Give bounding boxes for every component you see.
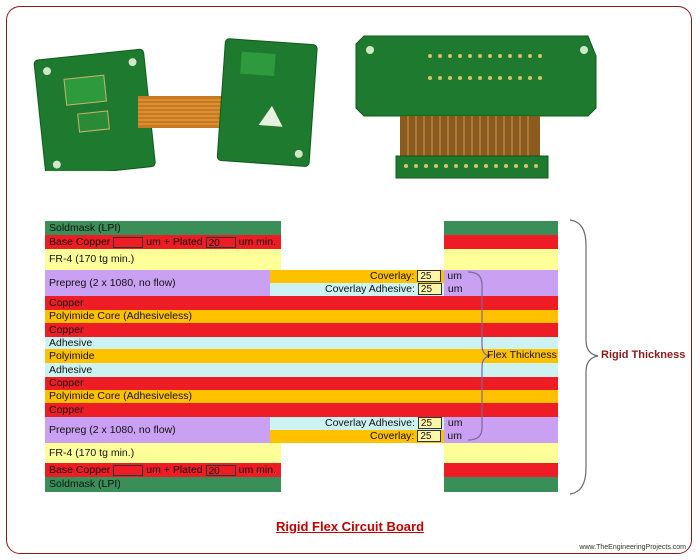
coverlay-top: Coverlay: 25 um xyxy=(370,270,462,282)
plated-input[interactable]: 20 xyxy=(205,236,236,249)
rigid-flex-board-photo-right xyxy=(355,35,597,179)
layer-prepreg-top: Prepreg (2 x 1080, no flow) xyxy=(45,270,558,296)
layer-label: FR-4 (170 tg min.) xyxy=(49,253,135,266)
layer-polyimide: Polyimide xyxy=(45,349,558,363)
rigid-flex-board-photo-left xyxy=(33,38,318,171)
layer-label: Adhesive xyxy=(49,363,93,376)
layer-copper-3: Copper xyxy=(45,377,558,390)
layer-base-copper-top-right xyxy=(444,235,558,249)
coverlay-bottom-unit: um xyxy=(447,430,462,442)
coverlay-adhesive-top-label: Coverlay Adhesive: xyxy=(325,283,415,295)
layer-fr4-bottom: FR-4 (170 tg min.) xyxy=(45,443,281,463)
layer-label: Soldmask (LPI) xyxy=(49,221,121,234)
coverlay-bottom-value[interactable]: 25 xyxy=(417,430,442,442)
min-label: um min. xyxy=(238,463,276,476)
layer-label: Soldmask (LPI) xyxy=(49,478,121,491)
layer-label: Base Copper xyxy=(49,463,111,476)
coverlay-top-value[interactable]: 25 xyxy=(417,270,442,282)
coverlay-adhesive-bottom-value[interactable]: 25 xyxy=(417,417,442,429)
layer-base-copper-bottom-right xyxy=(444,463,558,477)
coverlay-adhesive-bottom: Coverlay Adhesive: 25 um xyxy=(325,417,462,429)
layer-label: Polyimide Core (Adhesiveless) xyxy=(49,310,192,323)
layer-label: Copper xyxy=(49,296,84,309)
coverlay-top-label: Coverlay: xyxy=(370,270,415,282)
plated-label: um + Plated xyxy=(146,235,203,248)
layer-label: Adhesive xyxy=(49,337,93,349)
rigid-thickness-brace xyxy=(569,219,599,495)
prepreg-rigid-left: Prepreg (2 x 1080, no flow) xyxy=(45,417,270,443)
coverlay-bottom-label: Coverlay: xyxy=(370,430,415,442)
layer-soldmask-bottom: Soldmask (LPI) xyxy=(45,477,281,492)
layer-label: Polyimide xyxy=(49,349,95,362)
coverlay-adhesive-bottom-unit: um xyxy=(447,417,463,429)
coverlay-band xyxy=(270,270,444,283)
coverlay-adhesive-top-unit: um xyxy=(447,283,463,295)
coverlay-bottom: Coverlay: 25 um xyxy=(370,430,462,442)
coverlay-adhesive-band xyxy=(270,417,444,430)
layer-copper-2: Copper xyxy=(45,323,558,337)
layer-fr4-top: FR-4 (170 tg min.) xyxy=(45,249,281,270)
prepreg-rigid-right xyxy=(444,417,558,443)
outer-frame xyxy=(6,6,692,554)
plated-label: um + Plated xyxy=(146,463,203,476)
coverlay-band xyxy=(270,430,444,443)
layer-adhesive-1: Adhesive xyxy=(45,337,558,349)
layer-soldmask-top-right xyxy=(444,221,558,235)
site-credit: www.TheEngineeringProjects.com xyxy=(579,544,686,551)
flex-thickness-brace xyxy=(467,271,491,441)
base-copper-input[interactable] xyxy=(113,236,144,248)
layer-polyimide-core-1: Polyimide Core (Adhesiveless) xyxy=(45,310,558,323)
layer-label: Base Copper xyxy=(49,235,111,248)
layer-label: Prepreg (2 x 1080, no flow) xyxy=(49,276,176,289)
layer-fr4-bottom-right xyxy=(444,443,558,463)
flex-thickness-label: Flex Thickness xyxy=(487,349,557,361)
layer-polyimide-core-2: Polyimide Core (Adhesiveless) xyxy=(45,390,558,403)
layer-soldmask-top: Soldmask (LPI) xyxy=(45,221,281,235)
prepreg-rigid-right xyxy=(444,270,558,296)
layer-label: Polyimide Core (Adhesiveless) xyxy=(49,390,192,403)
layer-copper-1: Copper xyxy=(45,296,558,310)
prepreg-rigid-left: Prepreg (2 x 1080, no flow) xyxy=(45,270,270,296)
diagram-caption: Rigid Flex Circuit Board xyxy=(275,519,425,534)
layer-soldmask-bottom-right xyxy=(444,477,558,492)
layer-label: FR-4 (170 tg min.) xyxy=(49,446,135,459)
coverlay-adhesive-band xyxy=(270,283,444,296)
layer-copper-4: Copper xyxy=(45,403,558,417)
layer-adhesive-2: Adhesive xyxy=(45,363,558,377)
layer-label: Copper xyxy=(49,323,84,336)
base-copper-input[interactable] xyxy=(113,464,144,476)
coverlay-adhesive-top: Coverlay Adhesive: 25 um xyxy=(325,283,462,295)
layer-label: Prepreg (2 x 1080, no flow) xyxy=(49,423,176,436)
coverlay-adhesive-top-value[interactable]: 25 xyxy=(417,283,442,295)
coverlay-adhesive-bottom-label: Coverlay Adhesive: xyxy=(325,417,415,429)
min-label: um min. xyxy=(238,235,276,248)
layer-label: Copper xyxy=(49,403,84,416)
plated-input[interactable]: 20 xyxy=(205,464,236,477)
rigid-thickness-label: Rigid Thickness xyxy=(601,349,686,361)
layer-label: Copper xyxy=(49,377,84,390)
layer-fr4-top-right xyxy=(444,249,558,270)
coverlay-top-unit: um xyxy=(447,270,462,282)
layer-prepreg-bottom: Prepreg (2 x 1080, no flow) xyxy=(45,417,558,443)
